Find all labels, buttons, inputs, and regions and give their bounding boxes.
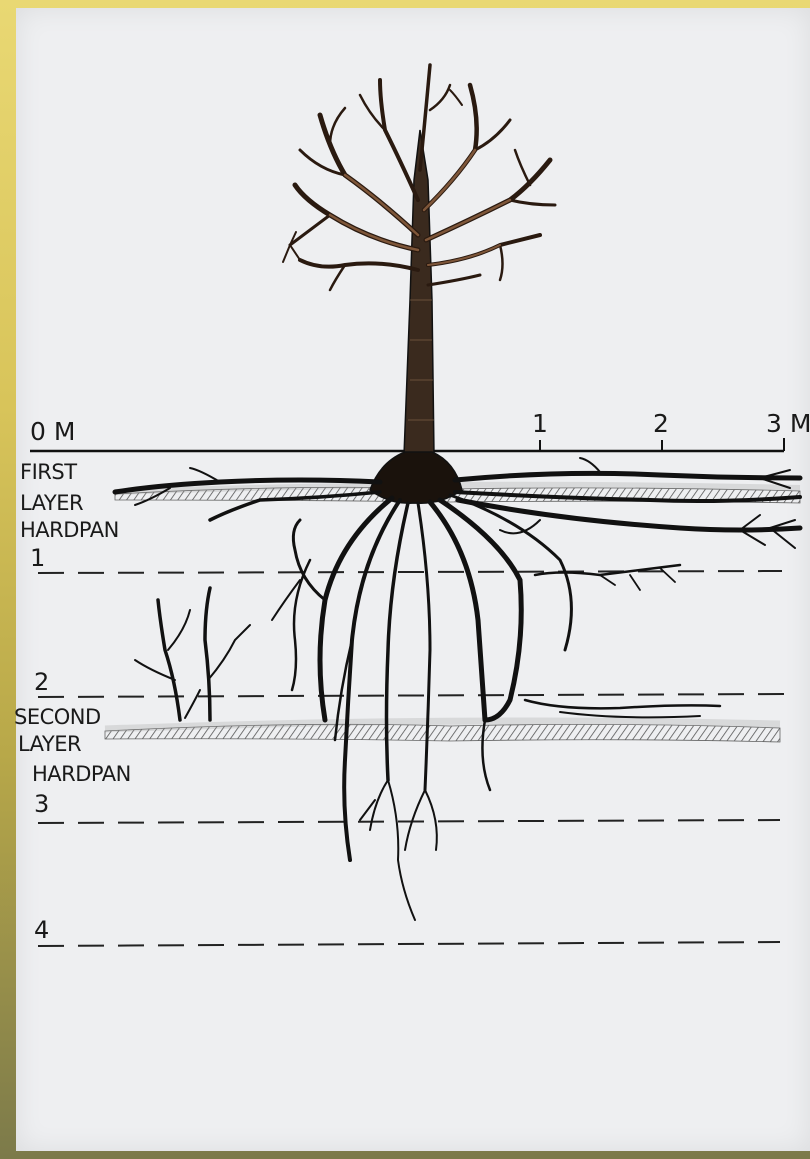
- root-crown: [370, 452, 462, 503]
- depth-marker-4: 4: [34, 916, 49, 944]
- depth-line-2: [38, 694, 784, 697]
- scale-end-label: 3 M: [766, 409, 810, 438]
- lateral-roots-first-layer: [115, 458, 800, 548]
- depth-marker-1: 1: [30, 544, 45, 572]
- depth-line-3: [38, 820, 780, 823]
- scale-tick-1-label: 1: [532, 409, 548, 438]
- second-layer-label-line-1: SECOND: [14, 705, 101, 729]
- second-layer-label-line-2: LAYER: [18, 732, 81, 756]
- depth-marker-3: 3: [34, 790, 49, 818]
- sinker-roots: [272, 495, 720, 920]
- depth-marker-2: 2: [34, 668, 49, 696]
- first-layer-label-line-2: LAYER: [20, 491, 83, 515]
- depth-line-4: [38, 942, 780, 946]
- scale-tick-2-label: 2: [653, 409, 669, 438]
- scale-start-label: 0 M: [30, 417, 75, 446]
- first-layer-label-line-1: FIRST: [20, 460, 77, 484]
- second-layer-label-line-3: HARDPAN: [32, 762, 131, 786]
- depth-line-1: [38, 571, 782, 573]
- shrub-at-second-layer: [135, 588, 250, 720]
- first-layer-label-line-3: HARDPAN: [20, 518, 119, 542]
- second-hardpan-band: [105, 721, 780, 742]
